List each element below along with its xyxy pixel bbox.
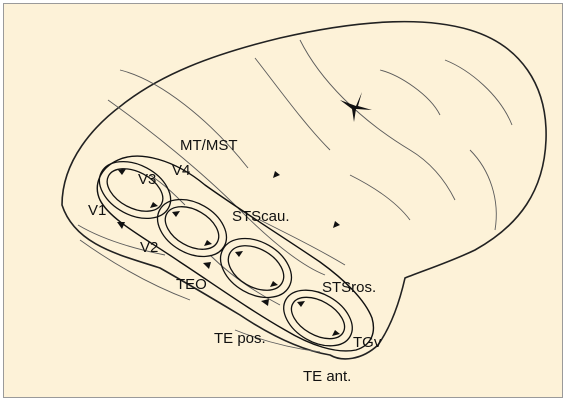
label-v2: V2 xyxy=(140,239,158,256)
brain-outline xyxy=(62,22,546,359)
label-v3: V3 xyxy=(138,171,156,188)
label-sts-ros: STSros. xyxy=(322,279,376,296)
label-sts-cau: STScau. xyxy=(232,208,290,225)
label-tgv: TGv xyxy=(353,334,382,351)
label-v1: V1 xyxy=(88,202,106,219)
label-teo: TEO xyxy=(176,276,207,293)
label-te-ant: TE ant. xyxy=(303,368,351,385)
label-te-pos: TE pos. xyxy=(214,330,266,347)
label-mt-mst: MT/MST xyxy=(180,137,238,154)
label-v4: V4 xyxy=(172,162,190,179)
